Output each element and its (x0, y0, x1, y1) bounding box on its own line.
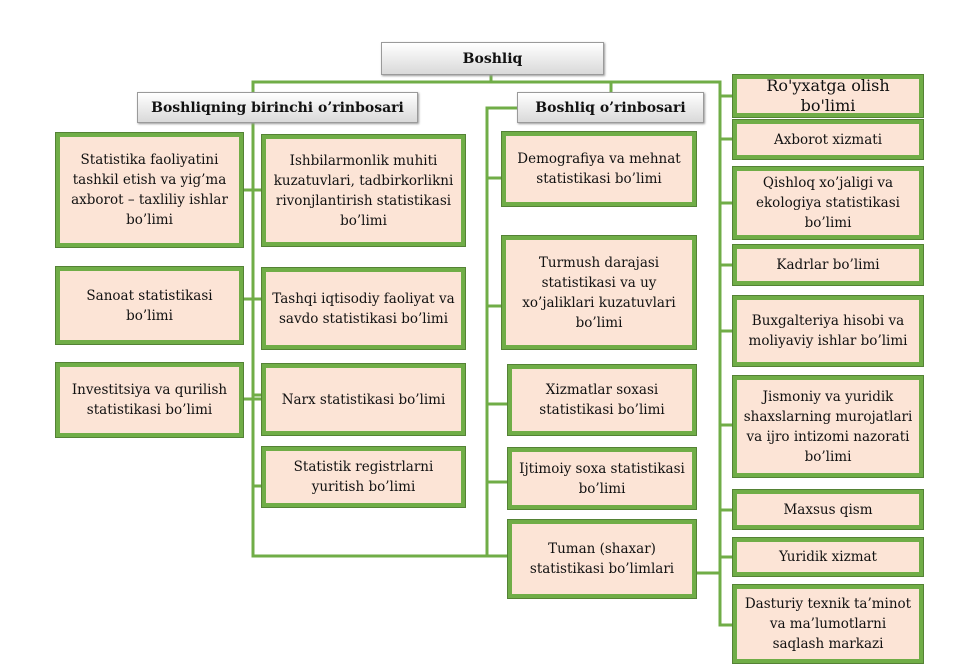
head-box: Boshliq (381, 42, 604, 75)
deputy-box: Boshliq o’rinbosari (517, 92, 704, 123)
dept-box: Ishbilarmonlik muhiti kuzatuvlari, tadbi… (261, 134, 466, 247)
dept-box: Qishloq xo’jaligi va ekologiya statistik… (732, 166, 924, 240)
dept-box: Buxgalteriya hisobi va moliyaviy ishlar … (732, 295, 924, 367)
dept-box: Jismoniy va yuridik shaxslarning murojat… (732, 375, 924, 478)
dept-box: Yuridik xizmat (732, 537, 924, 577)
dept-box: Dasturiy texnik ta’minot va ma’lumotlarn… (732, 584, 924, 664)
dept-box: Statistika faoliyatini tashkil etish va … (55, 132, 244, 248)
dept-box: Ro'yxatga olish bo'limi (732, 74, 924, 118)
dept-box: Turmush darajasi statistikasi va uy xo’j… (501, 235, 697, 350)
dept-box: Tuman (shaxar) statistikasi bo’limlari (507, 519, 697, 599)
dept-box: Sanoat statistikasi bo’limi (55, 266, 244, 345)
dept-box: Kadrlar bo’limi (732, 244, 924, 286)
dept-box: Demografiya va mehnat statistikasi bo’li… (501, 131, 697, 207)
dept-box: Statistik registrlarni yuritish bo’limi (261, 446, 466, 508)
dept-box: Narx statistikasi bo’limi (261, 363, 466, 436)
dept-box: Tashqi iqtisodiy faoliyat va savdo stati… (261, 267, 466, 350)
dept-box: Axborot xizmati (732, 119, 924, 160)
dept-box: Xizmatlar soxasi statistikasi bo’limi (507, 364, 697, 436)
dept-box: Investitsiya va qurilish statistikasi bo… (55, 362, 244, 438)
first-deputy-box: Boshliqning birinchi o’rinbosari (137, 92, 418, 123)
dept-box: Ijtimoiy soxa statistikasi bo’limi (507, 447, 697, 510)
dept-box: Maxsus qism (732, 489, 924, 530)
